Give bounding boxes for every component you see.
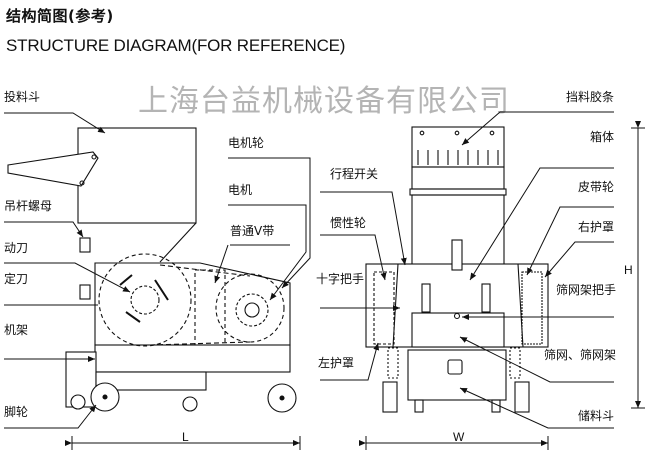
label-left-cover: 左护罩 (318, 356, 355, 370)
label-screen-frame-handle: 筛网架把手 (556, 283, 617, 297)
dimension-width: W (453, 430, 465, 444)
hopper-shape (77, 127, 197, 224)
label-caster: 脚轮 (4, 405, 29, 419)
title-english: STRUCTURE DIAGRAM(FOR REFERENCE) (6, 36, 346, 55)
label-motor: 电机 (228, 183, 253, 197)
company-watermark: 上海台益机械设备有限公司 (138, 84, 510, 119)
label-moving-blade: 动刀 (4, 241, 29, 255)
label-storage-bin: 储料斗 (578, 409, 615, 423)
hopper-flap (7, 151, 99, 187)
label-v-belt: 普通V带 (230, 224, 275, 238)
storage-bin-shape (407, 349, 507, 401)
label-fixed-blade: 定刀 (4, 272, 29, 286)
front-view-machine (365, 126, 549, 413)
label-motor-pulley: 电机轮 (228, 136, 265, 150)
label-cross-handle: 十字把手 (316, 272, 365, 286)
label-belt-pulley: 皮带轮 (578, 180, 615, 194)
label-flywheel: 惯性轮 (330, 216, 367, 230)
dimension-length: L (182, 430, 189, 444)
side-view-machine (7, 127, 297, 413)
label-screen: 筛网、筛网架 (544, 348, 617, 362)
label-hopper: 投料斗 (4, 90, 41, 104)
label-cabinet: 箱体 (590, 130, 615, 144)
label-frame: 机架 (4, 323, 29, 337)
label-right-cover: 右护罩 (578, 220, 615, 234)
label-hanger-nut: 吊杆螺母 (4, 199, 53, 213)
crusher-body (94, 262, 291, 346)
title-chinese: 结构简图(参考) (6, 7, 114, 25)
label-rubber-strip: 挡料胶条 (566, 90, 615, 104)
dimension-height: H (624, 263, 633, 277)
label-travel-switch: 行程开关 (330, 167, 379, 181)
